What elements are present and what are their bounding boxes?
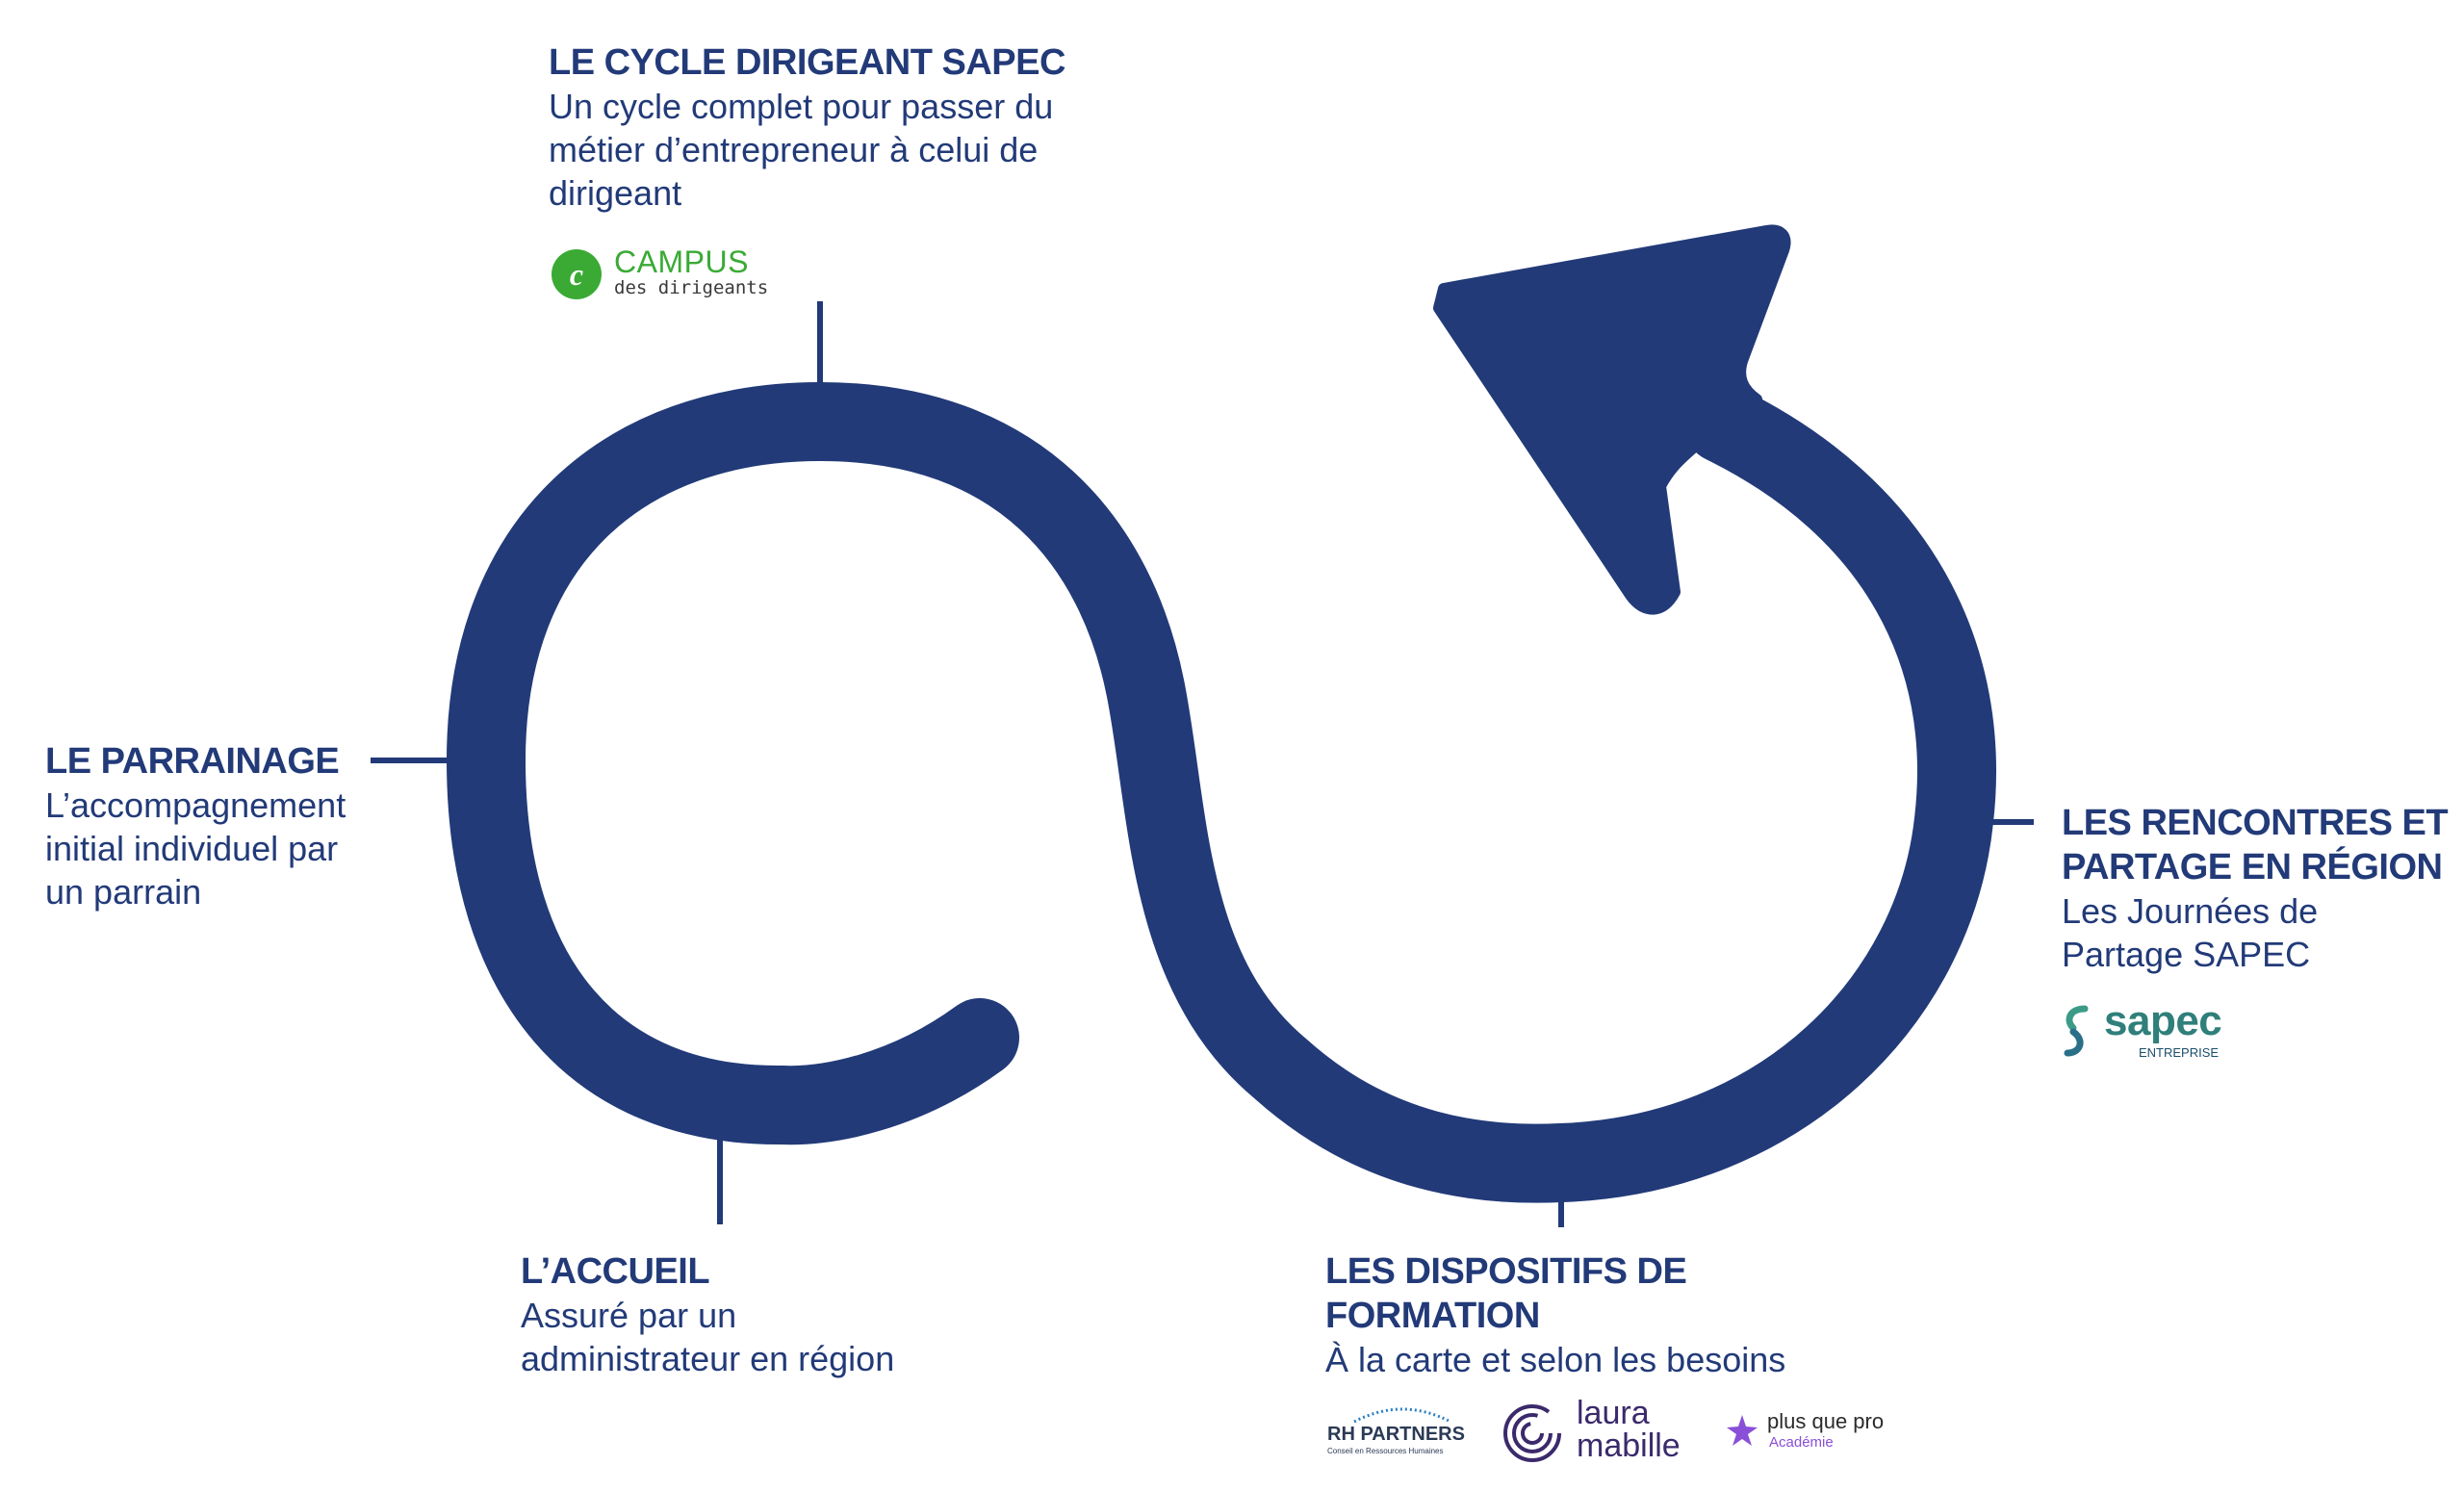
rh-partners-subtitle: Conseil en Ressources Humaines	[1327, 1447, 1444, 1455]
sapec-name: sapec	[2104, 997, 2222, 1044]
stage-description: Les Journées de Partage SAPEC	[2062, 891, 2319, 974]
rh-partners-logo: RH PARTNERS Conseil en Ressources Humain…	[1325, 1401, 1479, 1468]
cycle-arrow-head	[1433, 224, 1791, 615]
stage-rencontres-partage: LES RENCONTRES ET PARTAGE EN RÉGION Les …	[2062, 801, 2449, 976]
campus-c-icon: c	[552, 249, 602, 299]
laura-mabille-spiral-icon	[1503, 1404, 1561, 1462]
plus-que-pro-subtitle: Académie	[1769, 1434, 1834, 1451]
stage-description: L’accompagnement initial individuel par …	[45, 785, 346, 912]
stage-description: À la carte et selon les besoins	[1325, 1340, 1786, 1379]
svg-text:c: c	[570, 257, 583, 292]
campus-dirigeants-logo: c CAMPUS des dirigeants	[551, 244, 772, 304]
laura-mabille-line2: mabille	[1577, 1427, 1681, 1464]
stage-cycle-dirigeant: LE CYCLE DIRIGEANT SAPEC Un cycle comple…	[549, 40, 1065, 215]
stage-description: Assuré par un administrateur en région	[521, 1296, 895, 1378]
plus-que-pro-star-icon	[1727, 1415, 1758, 1446]
campus-name: CAMPUS	[614, 244, 749, 279]
stage-title: LES RENCONTRES ET PARTAGE EN RÉGION	[2062, 803, 2449, 887]
sapec-subtitle: ENTREPRISE	[2139, 1045, 2220, 1060]
laura-mabille-logo: laura mabille	[1502, 1395, 1694, 1470]
stage-parrainage: LE PARRAINAGE L’accompagnement initial i…	[45, 739, 346, 913]
rh-partners-name: RH PARTNERS	[1327, 1424, 1465, 1445]
stage-accueil: L’ACCUEIL Assuré par un administrateur e…	[521, 1249, 894, 1380]
stage-dispositifs-formation: LES DISPOSITIFS DE FORMATION À la carte …	[1325, 1249, 1785, 1381]
stage-title: L’ACCUEIL	[521, 1251, 710, 1292]
stage-description: Un cycle complet pour passer du métier d…	[549, 87, 1054, 213]
plus-que-pro-name: plus que pro	[1767, 1409, 1885, 1433]
rh-partners-arc-icon	[1353, 1407, 1451, 1424]
stage-title: LE PARRAINAGE	[45, 741, 340, 782]
sapec-swirl-icon	[2064, 1005, 2089, 1057]
sapec-entreprise-logo: sapec ENTREPRISE	[2060, 997, 2272, 1065]
plus-que-pro-logo: plus que pro Académie	[1723, 1407, 1896, 1455]
stage-title: LES DISPOSITIFS DE FORMATION	[1325, 1251, 1687, 1336]
laura-mabille-line1: laura	[1577, 1395, 1650, 1431]
campus-subtitle: des dirigeants	[614, 277, 769, 298]
cycle-path	[447, 382, 1996, 1203]
stage-title: LE CYCLE DIRIGEANT SAPEC	[549, 42, 1065, 83]
